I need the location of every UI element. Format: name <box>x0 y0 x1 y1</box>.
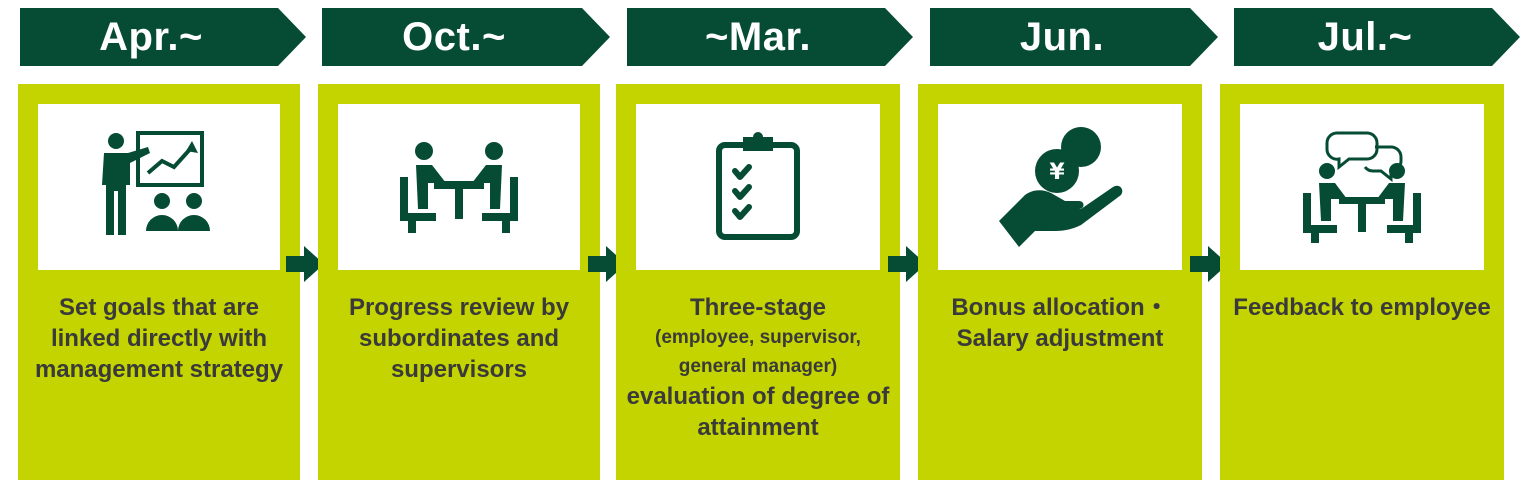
feedback-conversation-icon <box>1303 131 1421 243</box>
period-header-apr: Apr.~ <box>20 8 306 66</box>
period-label: Jul.~ <box>1317 14 1413 59</box>
clipboard-checklist-icon <box>716 132 800 240</box>
step-box-bonus-salary: ¥ Bonus allocation・ Salary adjustment <box>918 84 1202 480</box>
icon-panel <box>338 104 580 270</box>
caption-text: Bonus allocation・ <box>951 294 1169 321</box>
period-label: Oct.~ <box>402 14 506 59</box>
caption-text: Set goals that are linked directly with … <box>34 294 284 383</box>
step-caption: Set goals that are linked directly with … <box>26 292 292 385</box>
caption-text: Salary adjustment <box>956 325 1164 352</box>
icon-panel <box>1240 104 1484 270</box>
presentation-icon <box>102 131 210 235</box>
caption-text: Feedback to employee <box>1233 294 1491 321</box>
meeting-icon <box>400 142 518 233</box>
caption-subtext: (employee, supervisor, general manager) <box>655 327 861 377</box>
arrow-right-icon <box>888 246 926 282</box>
period-header-oct: Oct.~ <box>322 8 610 66</box>
period-header-mar: ~Mar. <box>627 8 913 66</box>
step-box-goal-setting: Set goals that are linked directly with … <box>18 84 300 480</box>
caption-text: Progress review by subordinates and supe… <box>348 294 570 383</box>
step-caption: Bonus allocation・ Salary adjustment <box>926 292 1194 354</box>
yen-coin-hand-icon: ¥ <box>999 127 1123 247</box>
step-caption: Three-stage (employee, supervisor, gener… <box>624 292 892 443</box>
arrow-right-icon <box>286 246 324 282</box>
period-label: Apr.~ <box>99 14 203 59</box>
period-header-jul: Jul.~ <box>1234 8 1520 66</box>
step-box-feedback: Feedback to employee <box>1220 84 1504 480</box>
icon-panel: ¥ <box>938 104 1182 270</box>
icon-panel <box>38 104 280 270</box>
arrow-right-icon <box>588 246 626 282</box>
caption-text: Three-stage <box>689 294 827 321</box>
arrow-right-icon <box>1190 246 1228 282</box>
step-caption: Progress review by subordinates and supe… <box>326 292 592 385</box>
step-caption: Feedback to employee <box>1228 292 1496 323</box>
svg-text:¥: ¥ <box>1049 160 1065 185</box>
step-box-evaluation: Three-stage (employee, supervisor, gener… <box>616 84 900 480</box>
period-label: Jun. <box>1019 14 1105 59</box>
step-box-progress-review: Progress review by subordinates and supe… <box>318 84 600 480</box>
icon-panel <box>636 104 880 270</box>
caption-text: evaluation of degree of attainment <box>626 383 890 441</box>
period-header-jun: Jun. <box>930 8 1218 66</box>
period-label: ~Mar. <box>705 14 811 59</box>
